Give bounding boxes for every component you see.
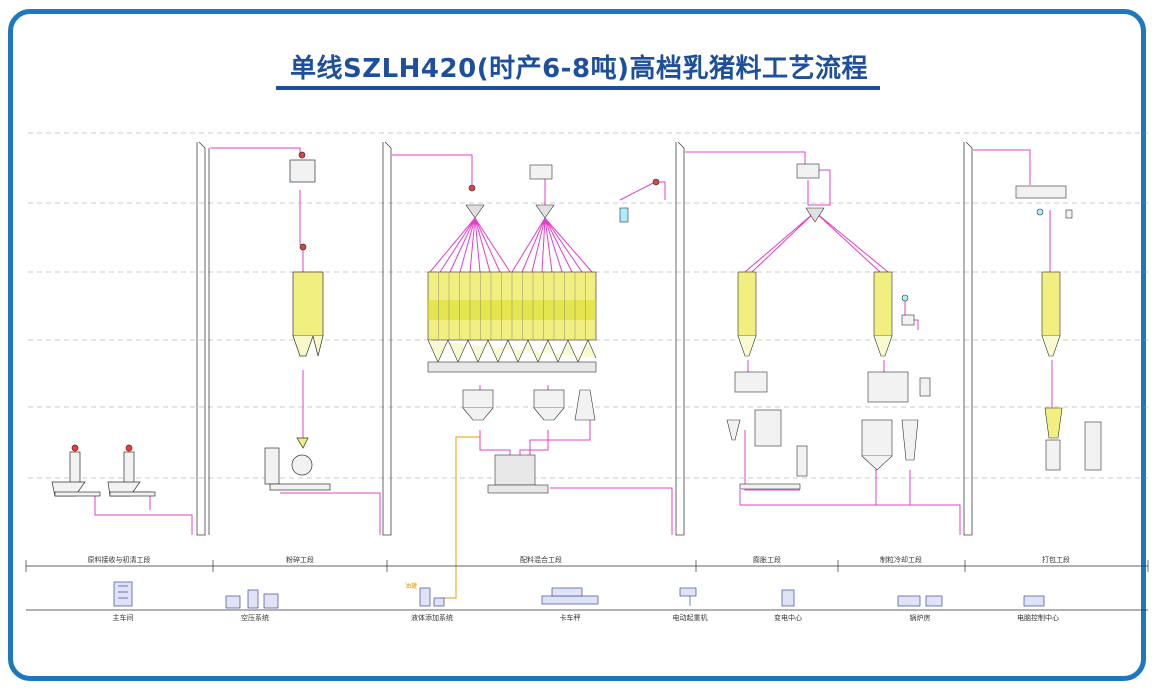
liquid-tank-icon xyxy=(419,587,445,607)
intake-equipment xyxy=(51,444,156,497)
facility-label-main-building: 主车间 xyxy=(113,613,134,622)
facility-label-compressor: 空压系统 xyxy=(241,613,269,622)
liquid-tank-label: 油罐 xyxy=(405,582,417,590)
section-label-grinding: 粉碎工段 xyxy=(286,555,314,564)
compressor-icon xyxy=(225,589,279,609)
computer-icon xyxy=(1023,595,1045,607)
facility-label-crane: 电动起重机 xyxy=(673,613,708,622)
pelleting-equipment xyxy=(861,271,931,471)
pipe-network xyxy=(75,147,1053,535)
facility-label-liquid-system: 液体添加系统 xyxy=(411,613,453,622)
outer-frame xyxy=(8,9,1146,681)
boiler-icon xyxy=(897,595,943,607)
facility-icons: 油罐 xyxy=(113,581,1045,609)
elevator-columns xyxy=(196,141,973,536)
facility-label-truck-scale: 卡车秤 xyxy=(560,613,581,622)
batching-equipment xyxy=(427,164,660,494)
transformer-icon xyxy=(781,589,795,607)
section-label-expansion: 膨胀工段 xyxy=(753,555,781,564)
liquid-line xyxy=(440,436,480,599)
title-underline xyxy=(276,86,880,90)
crane-icon xyxy=(679,587,697,606)
expansion-equipment xyxy=(726,163,825,490)
section-dimension-line xyxy=(25,560,1149,611)
section-label-intake: 原料接收与初清工段 xyxy=(88,555,151,564)
section-label-packing: 打包工段 xyxy=(1042,555,1070,564)
section-labels: 原料接收与初清工段 粉碎工段 配料混合工段 膨胀工段 制粒冷却工段 打包工段 xyxy=(88,555,1071,564)
truck-scale-icon xyxy=(541,587,599,605)
packing-equipment xyxy=(1015,185,1102,471)
building-icon xyxy=(113,581,133,607)
section-label-pelleting: 制粒冷却工段 xyxy=(880,555,922,564)
section-label-batching: 配料混合工段 xyxy=(520,555,562,564)
grinding-equipment xyxy=(264,151,331,491)
facility-labels: 主车间 空压系统 液体添加系统 卡车秤 电动起重机 变电中心 锅炉房 电脑控制中… xyxy=(113,613,1060,622)
page-title: 单线SZLH420(时产6-8吨)高档乳猪料工艺流程 xyxy=(290,54,868,84)
facility-label-substation: 变电中心 xyxy=(774,613,802,622)
facility-label-boiler: 锅炉房 xyxy=(910,613,931,622)
facility-label-control-center: 电脑控制中心 xyxy=(1017,613,1059,622)
